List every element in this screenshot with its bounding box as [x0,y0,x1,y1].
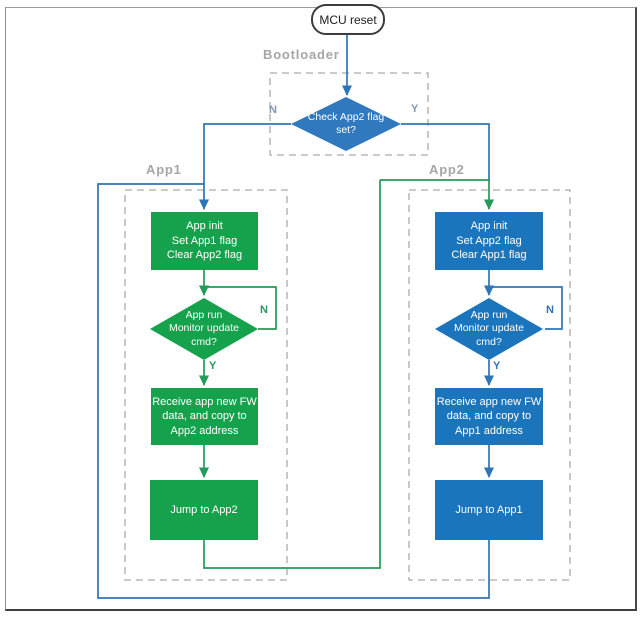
start-node-mcu-reset: MCU reset [311,4,385,35]
connector-check-no-to-app1-init [199,123,291,210]
app2-jump-box: Jump to App1 [435,480,543,540]
bootloader-section-box [269,72,429,156]
connector-jump-app1-return [97,183,490,599]
connector-app2-run-no-loop [489,286,563,330]
app1-run-diamond-shape [150,298,258,360]
app2-label: App2 [429,162,465,177]
app2-run-diamond-shape [435,298,543,360]
app2-branch-n-label: N [546,304,554,316]
bootloader-branch-n-label: N [269,104,277,116]
app1-branch-y-label: Y [209,360,217,372]
app2-init-box: App init Set App2 flag Clear App1 flag [435,212,543,270]
app1-jump-box: Jump to App2 [150,480,258,540]
app1-receive-fw-box: Receive app new FW data, and copy to App… [151,388,258,445]
connector-app1-run-no-loop [204,286,277,330]
app1-label: App1 [146,162,182,177]
app2-receive-fw-box: Receive app new FW data, and copy to App… [435,388,543,445]
connector-jump-app2-return [203,180,381,569]
app2-section-box [408,189,571,581]
app1-init-box: App init Set App1 flag Clear App2 flag [151,212,258,270]
bootloader-check-diamond-shape [291,97,401,151]
bootloader-label: Bootloader [263,47,340,62]
connector-into-app2-init [380,179,494,210]
connector-check-yes [401,123,490,181]
app1-branch-n-label: N [260,304,268,316]
bootloader-branch-y-label: Y [411,103,419,115]
app2-branch-y-label: Y [493,360,501,372]
